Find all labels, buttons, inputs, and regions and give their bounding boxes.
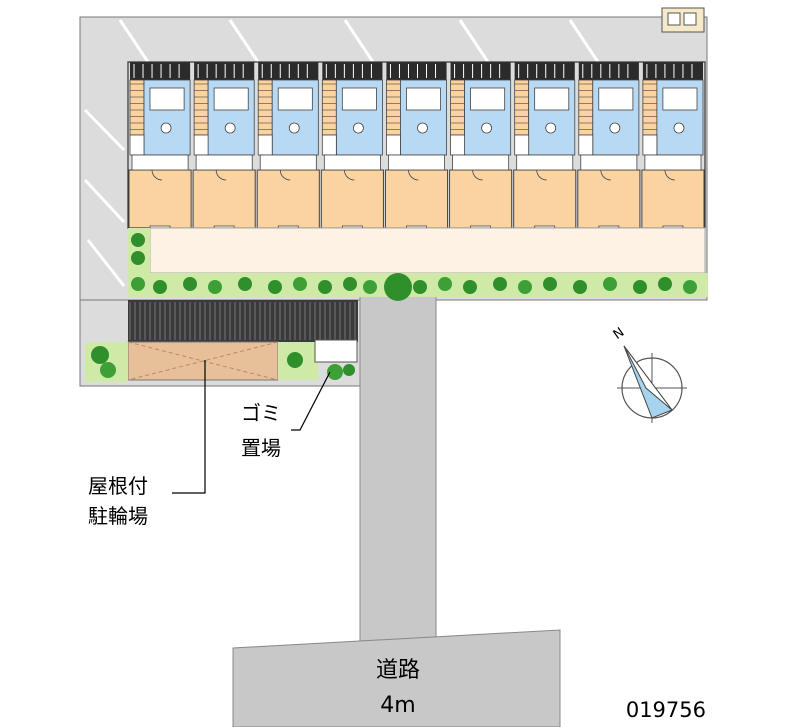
apartment-unit	[641, 62, 705, 231]
road	[232, 294, 561, 727]
corridor	[149, 227, 706, 274]
hedge-tree	[208, 280, 222, 294]
hedge-tree	[268, 280, 282, 294]
road-label-line1: 道路	[376, 658, 420, 683]
hedge-tree	[518, 280, 532, 294]
hedge-tree	[573, 280, 587, 294]
hedge-tree	[633, 280, 647, 294]
hedge-tree	[658, 277, 672, 291]
property-id: 019756	[626, 698, 706, 722]
hedge-tree	[183, 277, 197, 291]
hedge-tree	[153, 280, 167, 294]
apartment-unit	[384, 62, 449, 231]
hedge-tree	[131, 233, 145, 247]
hedge-tree	[131, 277, 145, 291]
bike-leader-line	[172, 360, 206, 494]
hedge-tree	[293, 277, 307, 291]
apartment-unit	[192, 62, 256, 231]
bike-label-line2: 駐輪場	[88, 504, 148, 528]
road-label-line2: 4m	[380, 693, 415, 718]
compass: N	[611, 325, 687, 423]
garbage-area	[314, 339, 358, 380]
apartment-unit	[256, 62, 320, 231]
apartment-unit	[320, 62, 384, 231]
meter-box	[661, 7, 705, 33]
covered-bike-parking	[85, 300, 358, 382]
parking-stripes	[83, 19, 600, 287]
apartment-unit	[128, 62, 192, 231]
hedge-tree	[413, 280, 427, 294]
compass-north-letter: N	[611, 325, 628, 343]
hedge-tree	[463, 280, 477, 294]
apartment-unit	[577, 62, 641, 231]
hedge-tree	[438, 277, 452, 291]
garbage-label-line2: 置場	[241, 436, 281, 460]
apartment-building	[127, 61, 706, 231]
hedge-tree	[543, 277, 557, 291]
hedge-tree	[363, 280, 377, 294]
hedge-tree	[238, 277, 252, 291]
hedge-tree	[343, 277, 357, 291]
hedge-tree	[603, 277, 617, 291]
apartment-unit	[449, 62, 513, 231]
entrance-tree	[384, 273, 412, 301]
hedge-tree	[131, 251, 145, 265]
hedge-tree	[683, 280, 697, 294]
bike-label-line1: 屋根付	[88, 474, 148, 498]
hedge-tree	[493, 277, 507, 291]
garbage-leader-line	[291, 371, 331, 431]
hedge-tree	[318, 280, 332, 294]
garbage-label-line1: ゴミ	[241, 401, 281, 425]
hedge-trees	[131, 233, 697, 301]
apartment-unit	[513, 62, 577, 231]
